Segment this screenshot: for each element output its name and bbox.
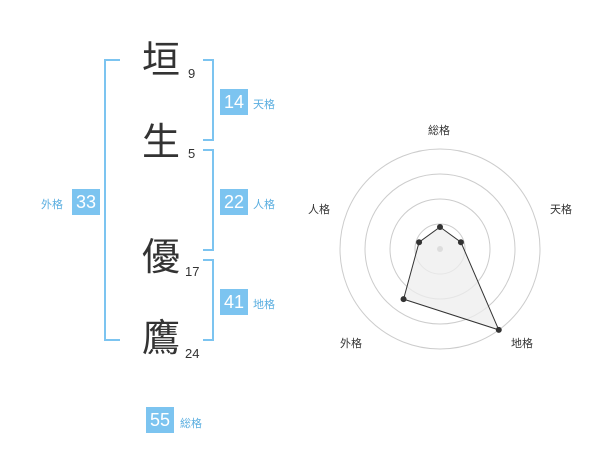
radar-label-gaikaku: 外格 xyxy=(340,337,362,350)
radar-point-1 xyxy=(437,224,443,230)
radar-point-2 xyxy=(457,239,464,246)
radar-ring xyxy=(364,173,516,325)
soukaku-label: 総格 xyxy=(180,417,202,430)
radar-label-tenkaku: 天格 xyxy=(550,203,572,216)
chikaku-label: 地格 xyxy=(253,298,275,311)
tenkaku-bracket xyxy=(203,59,214,141)
gaikaku-label: 外格 xyxy=(41,198,63,211)
stroke-count-1: 9 xyxy=(188,66,196,81)
chikaku-value: 41 xyxy=(220,289,248,315)
radar-polygon xyxy=(402,226,500,331)
stroke-count-3: 17 xyxy=(185,264,200,279)
gaikaku-value: 33 xyxy=(72,189,100,215)
name-char-2: 生 xyxy=(142,120,181,164)
name-char-3: 優 xyxy=(142,235,181,279)
jinkaku-value: 22 xyxy=(220,189,248,215)
stroke-count-2: 5 xyxy=(188,146,196,161)
radar-point-3 xyxy=(495,326,502,333)
jinkaku-label: 人格 xyxy=(253,198,275,211)
soukaku-value: 55 xyxy=(146,407,174,433)
tenkaku-value: 14 xyxy=(220,89,248,115)
radar-label-jinkaku: 人格 xyxy=(308,203,330,216)
radar-label-chikaku: 地格 xyxy=(511,337,533,350)
radar-center xyxy=(437,246,443,252)
radar-ring xyxy=(339,148,541,350)
gaikaku-bracket xyxy=(104,59,120,341)
stroke-count-4: 24 xyxy=(185,346,200,361)
radar-point-5 xyxy=(416,239,423,246)
radar-label-soukaku: 総格 xyxy=(428,124,450,137)
tenkaku-label: 天格 xyxy=(253,98,275,111)
name-char-1: 垣 xyxy=(142,38,181,82)
radar-point-4 xyxy=(400,296,407,303)
jinkaku-bracket xyxy=(203,149,214,251)
name-char-4: 鷹 xyxy=(142,316,181,360)
chikaku-bracket xyxy=(203,259,214,341)
